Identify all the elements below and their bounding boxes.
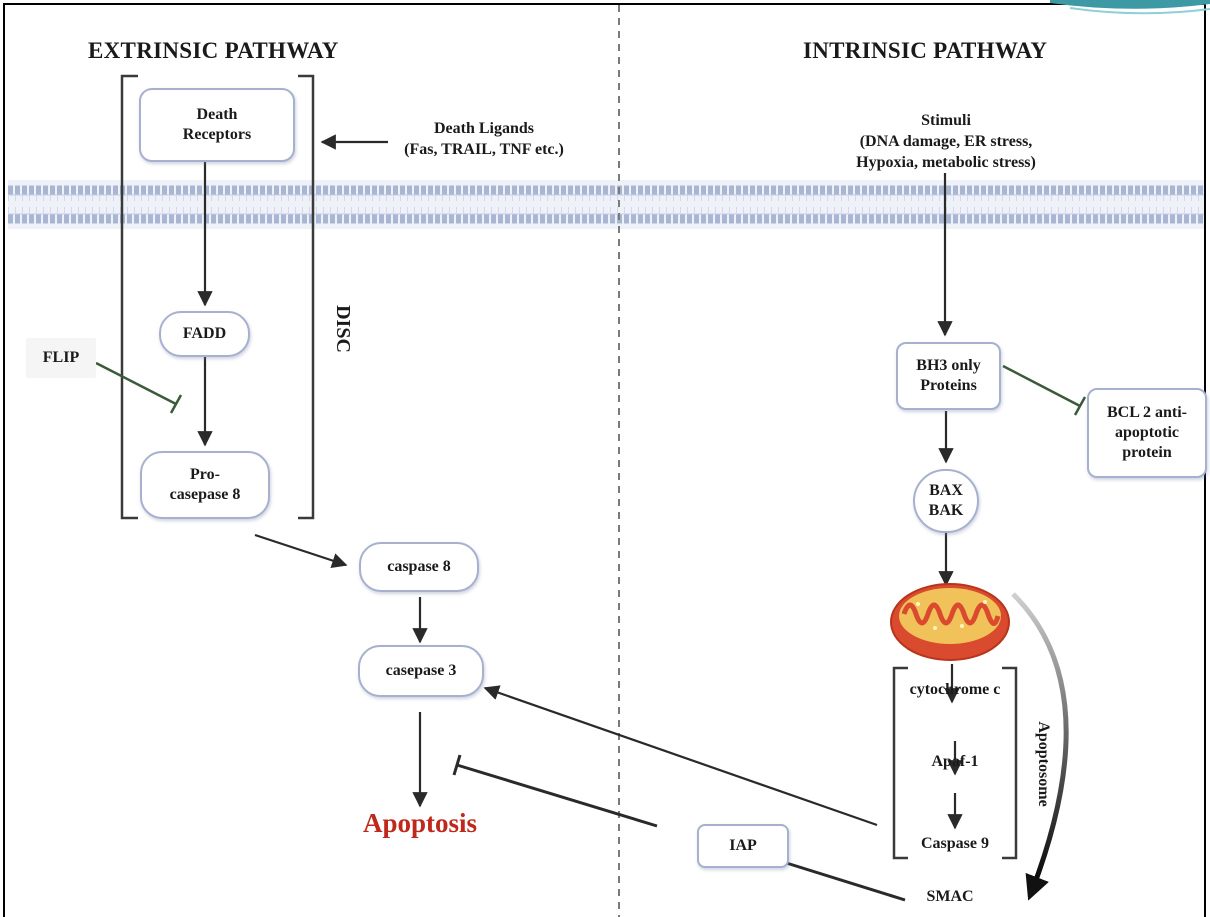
- cytochrome-c-label: cytochrome c: [909, 681, 1001, 698]
- disc-label: DISC: [332, 305, 354, 353]
- activation-arrows: [197, 134, 963, 830]
- bh3-only-proteins-node: BH3 only Proteins: [896, 342, 1001, 410]
- death-ligands-label: Death Ligands (Fas, TRAIL, TNF etc.): [404, 120, 564, 158]
- mitochondrion-icon: [890, 583, 1010, 661]
- caspase8-node: caspase 8: [359, 542, 479, 592]
- apoptosome-bracket: [892, 666, 1018, 860]
- disc-bracket: [120, 74, 315, 520]
- bax-bak-node: BAX BAK: [913, 469, 979, 533]
- corner-decoration: [1050, 0, 1210, 15]
- apoptosis-label: Apoptosis: [362, 808, 478, 838]
- cell-membrane: [8, 180, 1204, 229]
- apaf1-label: Apaf-1: [931, 753, 979, 770]
- mitochondria-to-smac-arrow: [1011, 592, 1069, 901]
- pro-caspase8-node: Pro- casepase 8: [140, 451, 270, 519]
- stimuli-label: Stimuli (DNA damage, ER stress, Hypoxia,…: [856, 112, 1036, 171]
- caspase3-node: casepase 3: [358, 645, 484, 697]
- intrinsic-pathway-title: INTRINSIC PATHWAY: [803, 38, 1048, 63]
- death-receptors-node: Death Receptors: [139, 88, 295, 162]
- flip-label: FLIP: [26, 338, 96, 378]
- apoptosome-label: Apoptosome: [1035, 721, 1052, 807]
- iap-node: IAP: [697, 824, 789, 868]
- bcl2-anti-apoptotic-node: BCL 2 anti- apoptotic protein: [1087, 388, 1207, 478]
- extrinsic-pathway-title: EXTRINSIC PATHWAY: [88, 38, 339, 63]
- smac-label: SMAC: [926, 888, 974, 905]
- caspase9-label: Caspase 9: [920, 835, 989, 852]
- fadd-node: FADD: [159, 311, 250, 357]
